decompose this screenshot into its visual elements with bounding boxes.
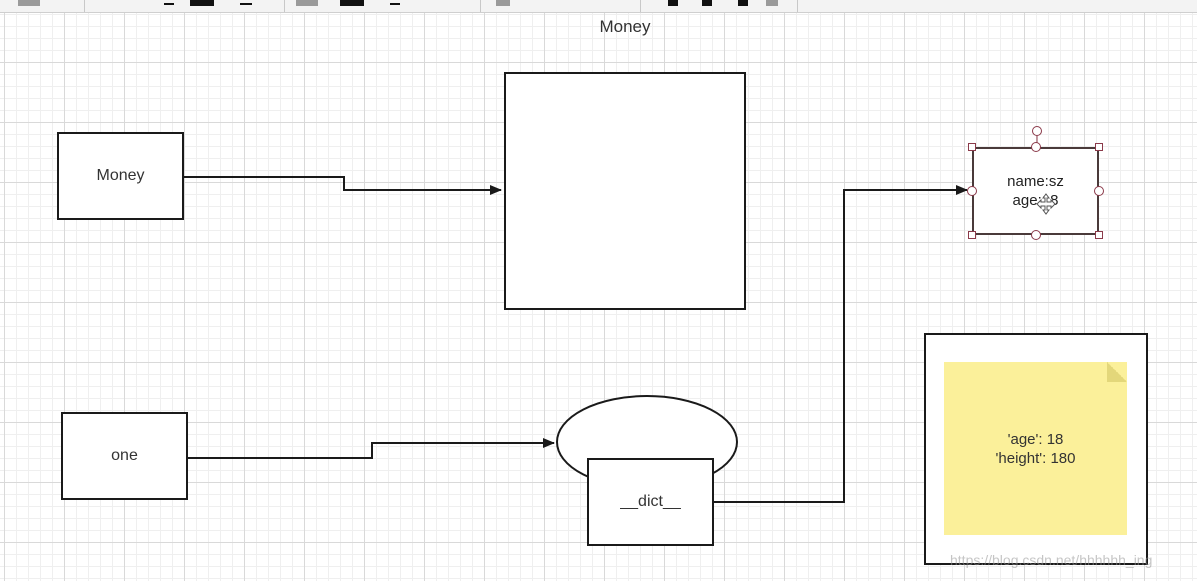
dict-node[interactable]: __dict__ xyxy=(587,458,714,546)
toolbar-button[interactable] xyxy=(190,0,214,6)
sticky-note[interactable]: 'age': 18 'height': 180 xyxy=(944,362,1127,535)
watermark: https://blog.csdn.net/hhhhhh_ing xyxy=(950,552,1153,568)
move-cursor-icon xyxy=(1036,193,1056,215)
resize-handle-top-left[interactable] xyxy=(968,143,976,151)
toolbar-separator xyxy=(84,0,85,12)
note-line-age: 'age': 18 xyxy=(1007,430,1064,448)
note-line-height: 'height': 180 xyxy=(995,449,1076,467)
connection-point-bottom[interactable] xyxy=(1031,230,1041,240)
toolbar-separator xyxy=(797,0,798,12)
toolbar-separator xyxy=(284,0,285,12)
money-node[interactable]: Money xyxy=(57,132,184,220)
resize-handle-bottom-left[interactable] xyxy=(968,231,976,239)
toolbar-button[interactable] xyxy=(340,0,364,6)
resize-handle-bottom-right[interactable] xyxy=(1095,231,1103,239)
toolbar-button[interactable] xyxy=(668,0,678,6)
toolbar-button[interactable] xyxy=(390,3,400,5)
one-node-label: one xyxy=(111,447,138,464)
toolbar-button[interactable] xyxy=(496,0,510,6)
toolbar-separator xyxy=(480,0,481,12)
toolbar-separator xyxy=(640,0,641,12)
toolbar-button[interactable] xyxy=(296,0,318,6)
toolbar-button[interactable] xyxy=(164,3,174,5)
toolbar xyxy=(0,0,1197,13)
resize-handle-top-right[interactable] xyxy=(1095,143,1103,151)
dict-node-label: __dict__ xyxy=(620,493,681,510)
toolbar-button[interactable] xyxy=(738,0,748,6)
toolbar-button[interactable] xyxy=(766,0,778,6)
diagram-title: Money xyxy=(599,17,651,36)
toolbar-button[interactable] xyxy=(702,0,712,6)
toolbar-button[interactable] xyxy=(18,0,40,6)
money-node-label: Money xyxy=(96,167,145,184)
one-node[interactable]: one xyxy=(61,412,188,500)
connection-point-top[interactable] xyxy=(1031,142,1041,152)
connector-dict-to-attrs[interactable] xyxy=(714,185,968,503)
connector-one-to-ellipse[interactable] xyxy=(188,438,555,459)
connection-point-left[interactable] xyxy=(967,186,977,196)
connector-money-to-object[interactable] xyxy=(184,176,502,195)
connection-point-right[interactable] xyxy=(1094,186,1104,196)
object-node[interactable] xyxy=(504,72,746,310)
attributes-node-selected[interactable]: name:sz age:18 xyxy=(972,147,1099,235)
toolbar-button[interactable] xyxy=(240,3,252,5)
attributes-line-name: name:sz xyxy=(1007,173,1064,190)
note-fold xyxy=(1107,362,1127,382)
